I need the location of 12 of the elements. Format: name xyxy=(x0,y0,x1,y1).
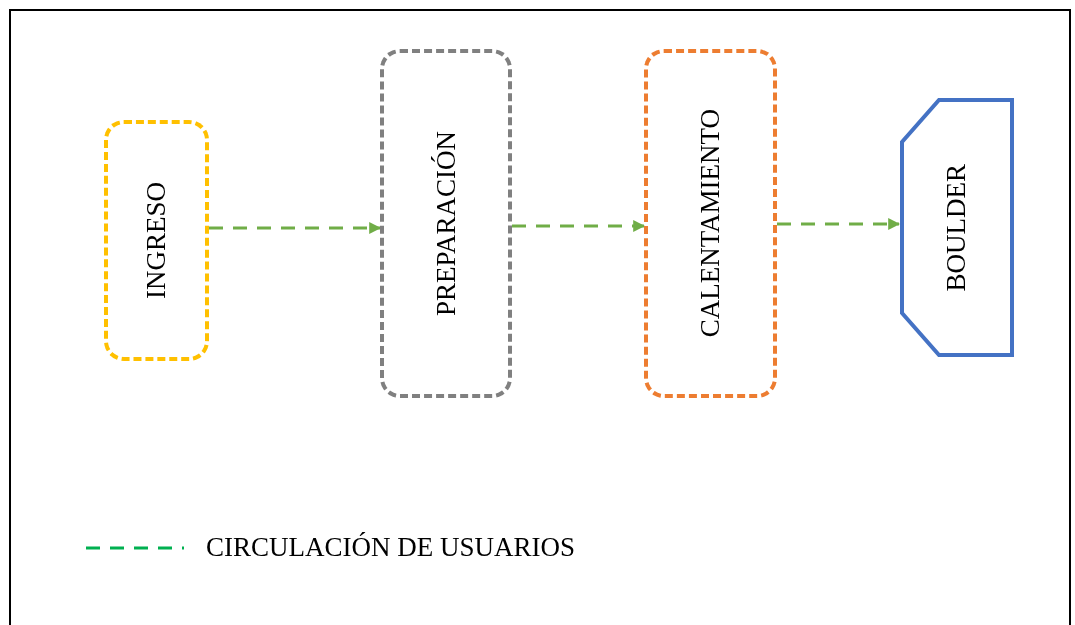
box-label: PREPARACIÓN xyxy=(430,130,462,317)
dashed-rounded-box xyxy=(104,120,209,361)
dashed-arrow xyxy=(512,220,646,232)
dashed-arrow xyxy=(777,218,901,230)
chamfered-box xyxy=(899,98,1014,357)
dashed-arrow xyxy=(209,222,382,234)
legend-label: CIRCULACIÓN DE USUARIOS xyxy=(206,532,576,563)
dashed-rounded-box xyxy=(380,49,512,398)
box-label: INGRESO xyxy=(141,182,172,299)
dashed-rounded-box xyxy=(644,49,777,398)
box-label: BOULDER xyxy=(941,163,972,292)
box-label: CALENTAMIENTO xyxy=(695,109,726,338)
